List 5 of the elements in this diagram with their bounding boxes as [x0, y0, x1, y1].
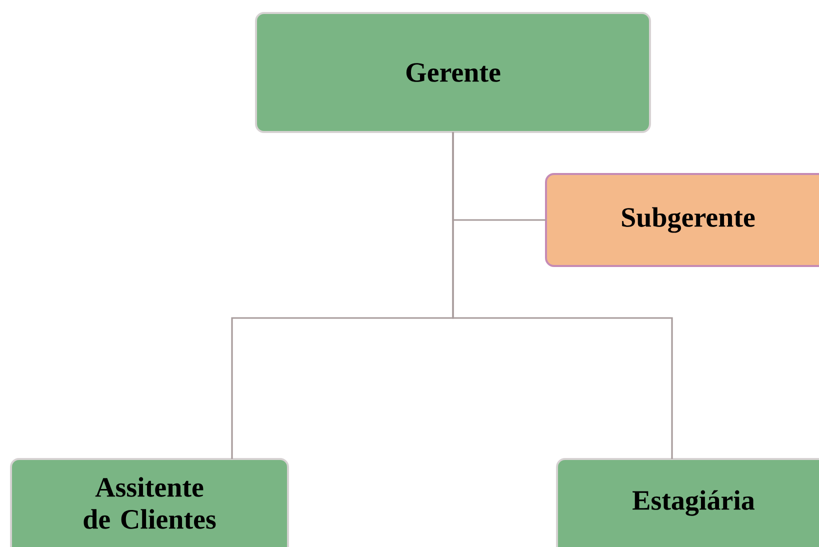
org-box: Assitente de Clientes	[10, 458, 289, 547]
org-box: Gerente	[255, 12, 651, 133]
org-box: Subgerente	[545, 173, 819, 267]
connector-line	[452, 132, 673, 459]
org-box: Estagiária	[556, 458, 819, 547]
